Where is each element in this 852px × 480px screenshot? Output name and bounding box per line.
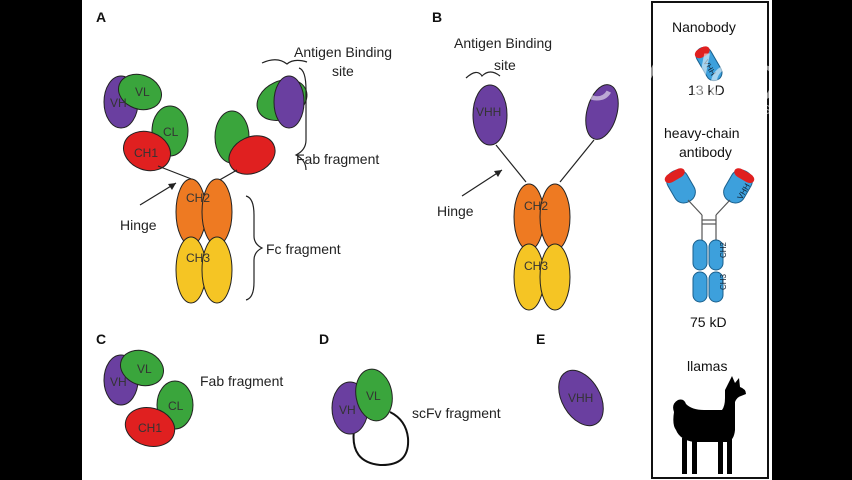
watermark-free-version: FREE VERSION [697,102,772,117]
hinge-line-left [157,165,195,181]
heavy-chain-antibody-schematic: VHH CH2 CH3 [664,168,755,303]
antigen-binding-label-a-2: site [332,63,354,79]
hcab-title-2: antibody [679,144,732,160]
hcab-ch3-text: CH3 [719,273,728,290]
nanobody-capsule: VHH [694,46,723,82]
ch1-label-a: CH1 [134,146,158,160]
hcab-ch2-text: CH2 [719,241,728,258]
scfv-fragment-label: scFv fragment [412,405,501,421]
ch1-domain-left [123,130,171,172]
vl-domain-left [118,73,162,111]
hinge-arrowhead-b [494,170,502,177]
antigen-binding-brace-a [261,59,308,65]
panel-label-a: A [96,9,106,25]
hinge-line-left-b [495,144,527,183]
vh-label-a: VH [110,96,127,110]
nanobody-title: Nanobody [672,19,736,35]
watermark-created-with: CREATED WITH [530,27,613,39]
panel-label-d: D [319,331,329,347]
ch2-domain-right-b [539,183,571,251]
ch3-domain-right [201,236,233,304]
panel-label-e: E [536,331,545,347]
vh-label-d: VH [339,403,356,417]
vhh-label-b: VHH [476,105,501,119]
vh-label-c: VH [110,375,127,389]
panel-label-b: B [432,9,442,25]
antigen-binding-brace-b [465,71,501,79]
ch3-label-b: CH3 [524,259,548,273]
antigen-binding-label-b: Antigen Binding [454,35,552,51]
vhh-domain-right-b [585,84,619,140]
hinge-label-b: Hinge [437,203,474,219]
hinge-arrowhead-a [168,183,176,190]
ch1-domain-c [124,407,176,447]
vl-label-d: VL [366,389,381,403]
vl-domain-d [355,368,393,422]
antigen-binding-label-b-2: site [494,57,516,73]
hcab-size: 75 kD [690,314,727,330]
vl-label-c: VL [137,362,152,376]
fc-brace [245,195,264,301]
vh-domain-right [273,75,305,129]
scfv-linker-loop [352,411,410,467]
ch2-label-a: CH2 [186,191,210,205]
fc-fragment-label: Fc fragment [266,241,341,257]
panel-label-c: C [96,331,106,347]
figure-canvas: A VH VL CL CH1 CH2 CH3 Antigen Binding s… [82,0,772,480]
ch2-label-b: CH2 [524,199,548,213]
watermark-brand: WeVideo [522,42,772,114]
vhh-domain-e [558,369,604,427]
cl-label-a: CL [163,125,179,139]
nanobody-size: 13 kD [688,82,725,98]
vhh-label-e: VHH [568,391,593,405]
fab-fragment-label: Fab fragment [296,151,379,167]
ch3-label-a: CH3 [186,251,210,265]
hinge-label-a: Hinge [120,217,157,233]
antigen-binding-label-a: Antigen Binding [294,44,392,60]
hcab-title-1: heavy-chain [664,125,740,141]
ch3-domain-right-b [539,243,571,311]
vl-label-a: VL [135,85,150,99]
cl-label-c: CL [168,399,184,413]
llama-sidebar-box [651,1,769,479]
llama-icon [673,376,746,474]
hinge-line-right-b [559,139,595,183]
llamas-label: llamas [687,358,727,374]
ch1-domain-right [228,135,276,175]
fab-fragment-label-c: Fab fragment [200,373,283,389]
hinge-arrow-b [461,169,503,197]
vhh-domain-left-b [472,84,508,146]
antibody-diagram: A VH VL CL CH1 CH2 CH3 Antigen Binding s… [96,1,772,479]
vl-domain-c [120,349,164,387]
fab-brace [294,67,307,171]
ch1-label-c: CH1 [138,421,162,435]
ch2-domain-right [201,178,233,246]
